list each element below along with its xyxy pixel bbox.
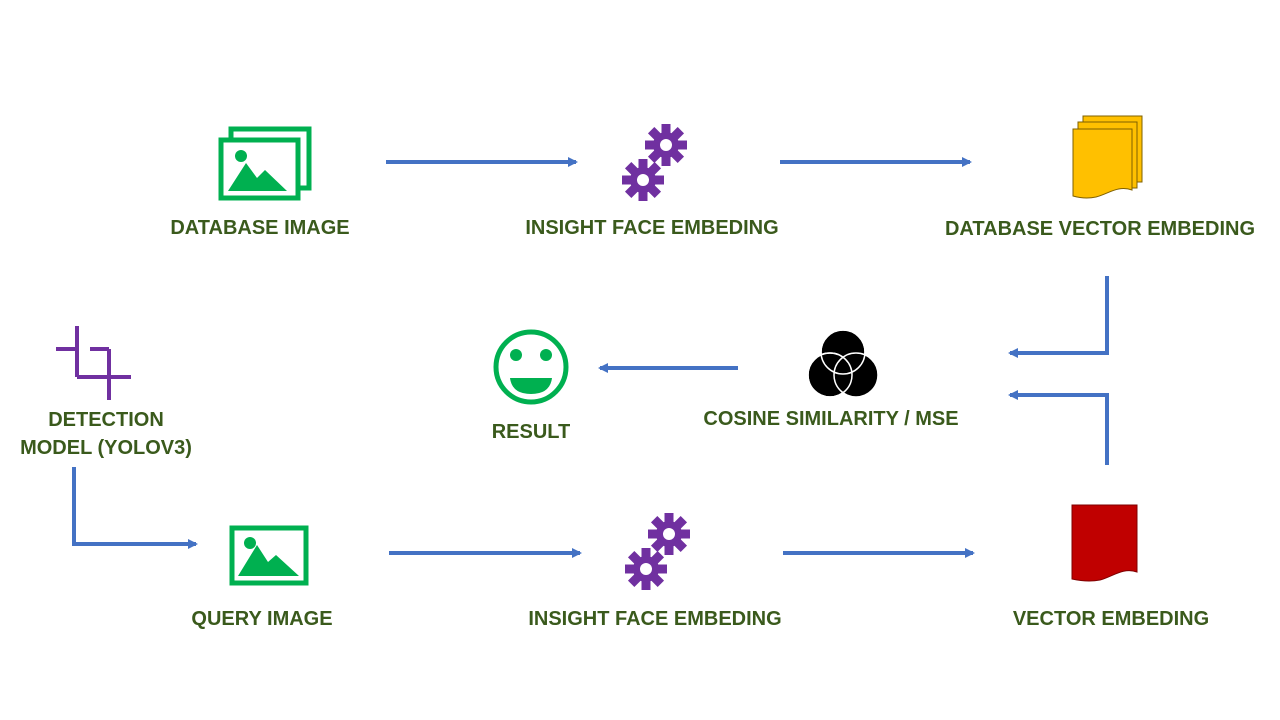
- detection-model-label-line2: MODEL (YOLOV3): [20, 437, 192, 459]
- database-image-label: DATABASE IMAGE: [170, 217, 350, 239]
- image-stack-icon: [218, 126, 312, 201]
- insight-face-embedding-bottom-label: INSIGHT FACE EMBEDING: [528, 608, 782, 630]
- arrow-detection-to-query-image: [72, 467, 198, 549]
- arrow-db-vector-to-similarity: [1008, 276, 1109, 358]
- insight-face-embedding-top-label: INSIGHT FACE EMBEDING: [525, 217, 779, 239]
- venn-diagram-icon: [807, 329, 879, 398]
- image-icon: [229, 525, 309, 586]
- crop-icon: [56, 326, 131, 400]
- query-image-label: QUERY IMAGE: [191, 608, 333, 630]
- detection-model-label-line1: DETECTION: [48, 409, 164, 431]
- vector-embedding-label: VECTOR EMBEDING: [1012, 608, 1210, 630]
- document-stack-icon: [1072, 115, 1143, 199]
- gears-icon: [625, 513, 690, 590]
- cosine-similarity-label: COSINE SIMILARITY / MSE: [703, 408, 959, 430]
- database-vector-embedding-label: DATABASE VECTOR EMBEDING: [944, 218, 1256, 240]
- gears-icon: [622, 124, 687, 201]
- result-label: RESULT: [491, 421, 571, 443]
- document-icon: [1071, 504, 1138, 582]
- arrow-vector-to-similarity: [1008, 390, 1109, 465]
- smiley-face-icon: [493, 329, 569, 405]
